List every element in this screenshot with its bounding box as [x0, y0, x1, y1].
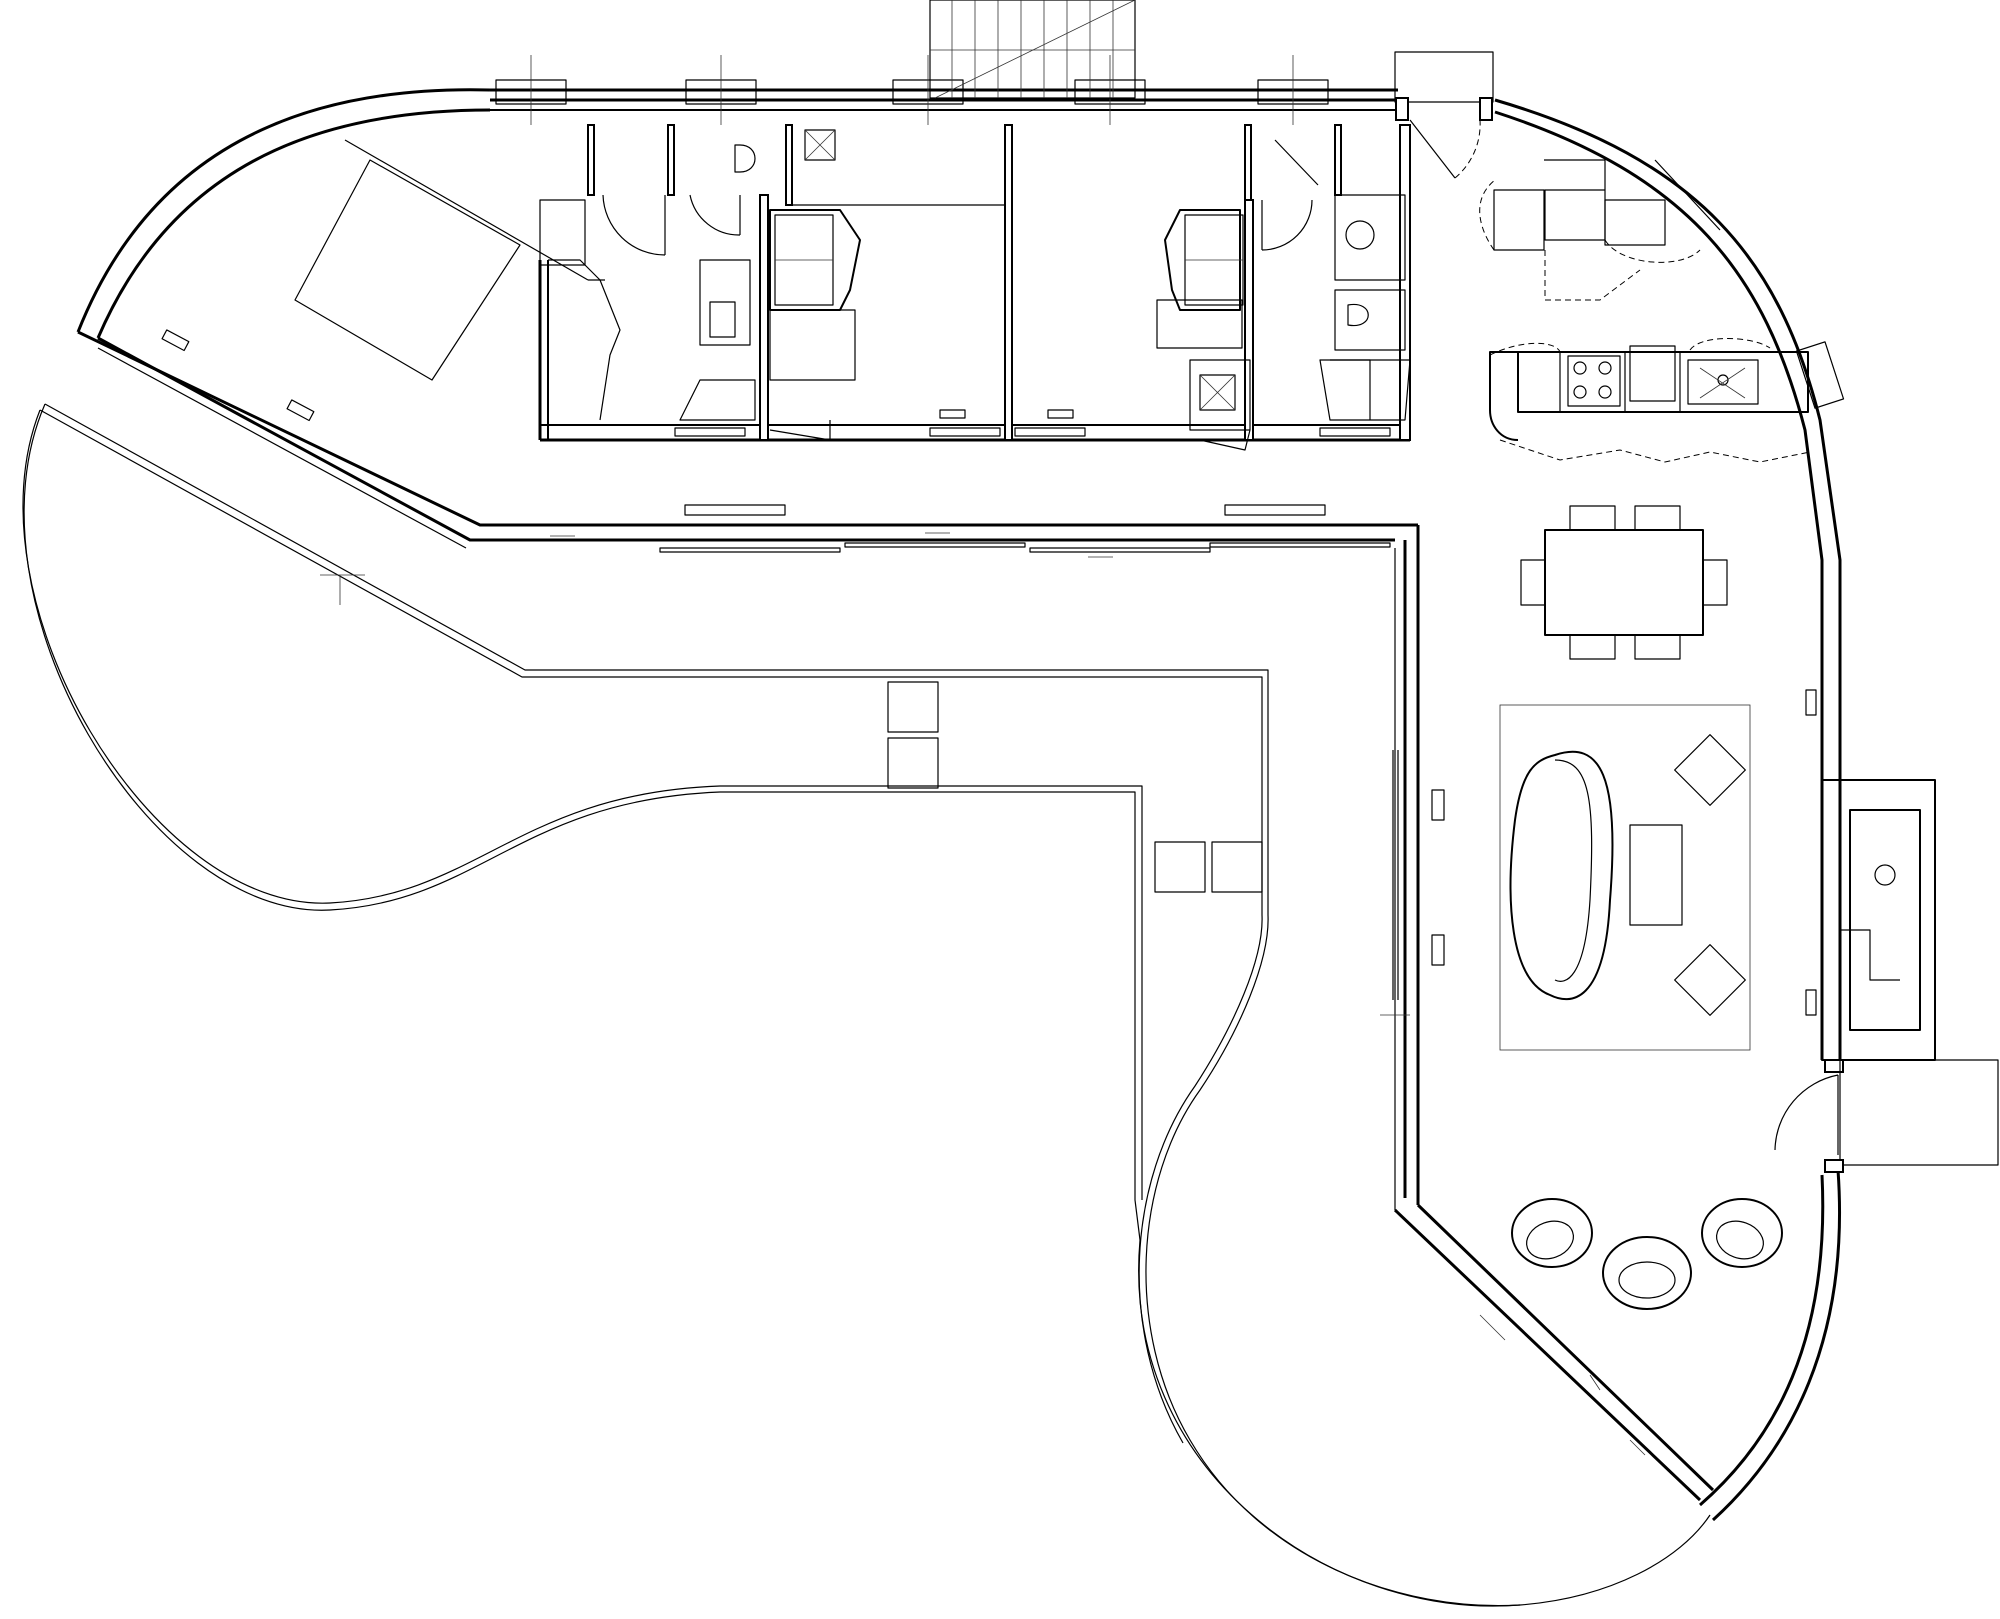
lounge-chairs: [1511, 1198, 1783, 1310]
living-area: [1499, 704, 1751, 1051]
master-bed: [161, 139, 605, 605]
terrace-outline: [22, 403, 1711, 1607]
staircase: [929, 0, 1136, 99]
kitchen: [1479, 159, 1811, 463]
stepping-stones: [887, 681, 1263, 893]
bedroom-wing: [538, 124, 1411, 516]
east-bay: [1774, 341, 1999, 1173]
outer-wall: [76, 88, 1842, 1522]
corridor-details: [550, 532, 1646, 1456]
entry-door: [1394, 51, 1494, 179]
dining-area: [1520, 505, 1728, 660]
top-windows: [495, 55, 1329, 125]
